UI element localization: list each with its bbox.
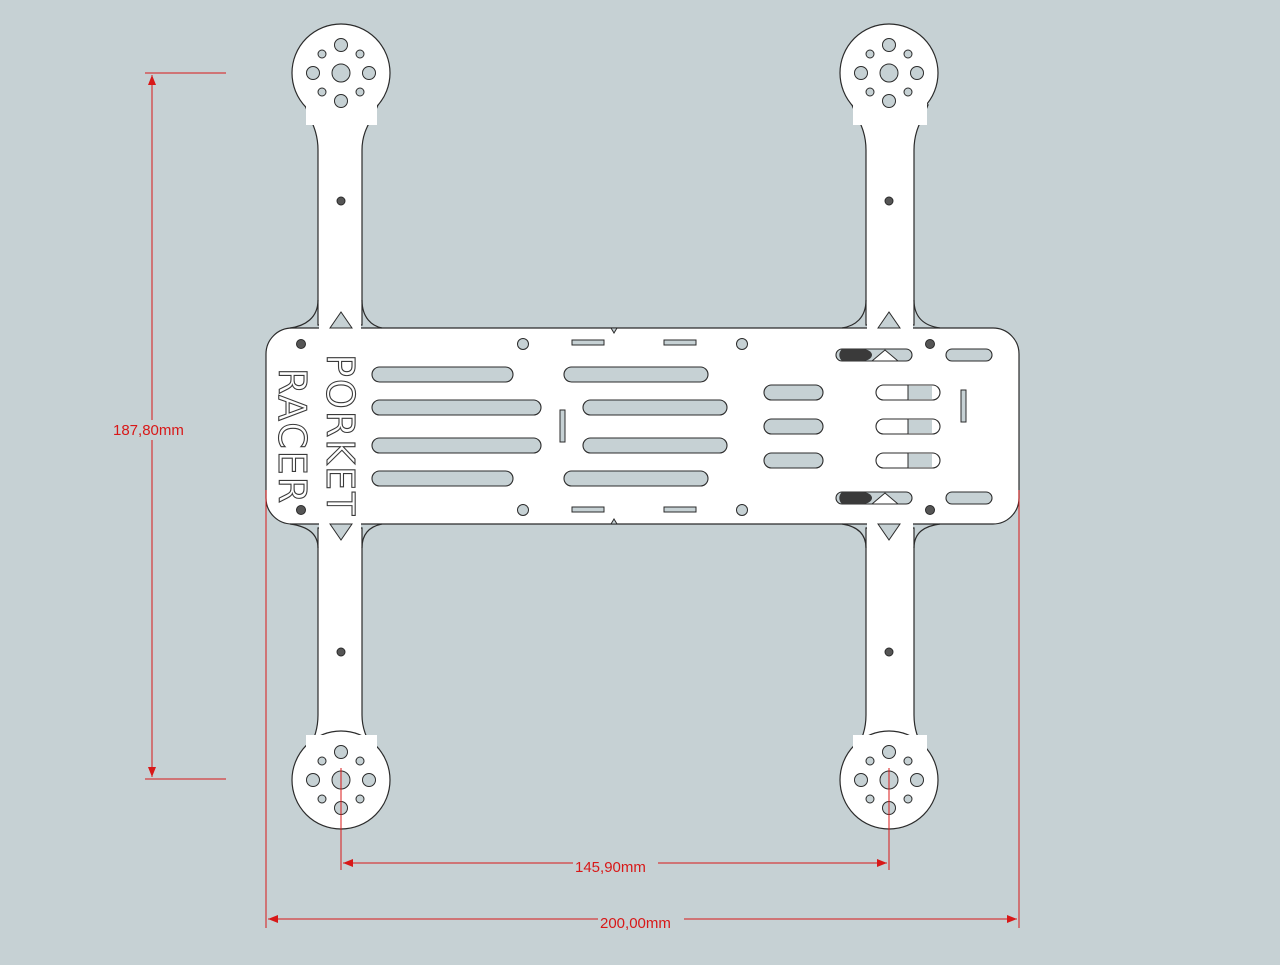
dimension-overall-width: 200,00mm: [600, 915, 671, 932]
dimension-motor-spacing: 145,90mm: [575, 859, 646, 876]
plate-corner-holes: [296, 339, 935, 515]
logo-line-porket: PORKET: [318, 354, 362, 517]
dimension-overall-height: 187,80mm: [113, 422, 184, 439]
arm-top-left: [304, 104, 379, 326]
arm-screw-holes: [336, 196, 894, 657]
vent-slots: [371, 348, 993, 505]
arm-top-right: [851, 104, 929, 326]
strap-tabs: [559, 339, 967, 513]
dimension-lines: [145, 72, 1020, 928]
logo-line-racer: RACER: [270, 368, 314, 505]
arm-bottom-right: [851, 527, 929, 761]
arm-bottom-left: [304, 527, 379, 761]
